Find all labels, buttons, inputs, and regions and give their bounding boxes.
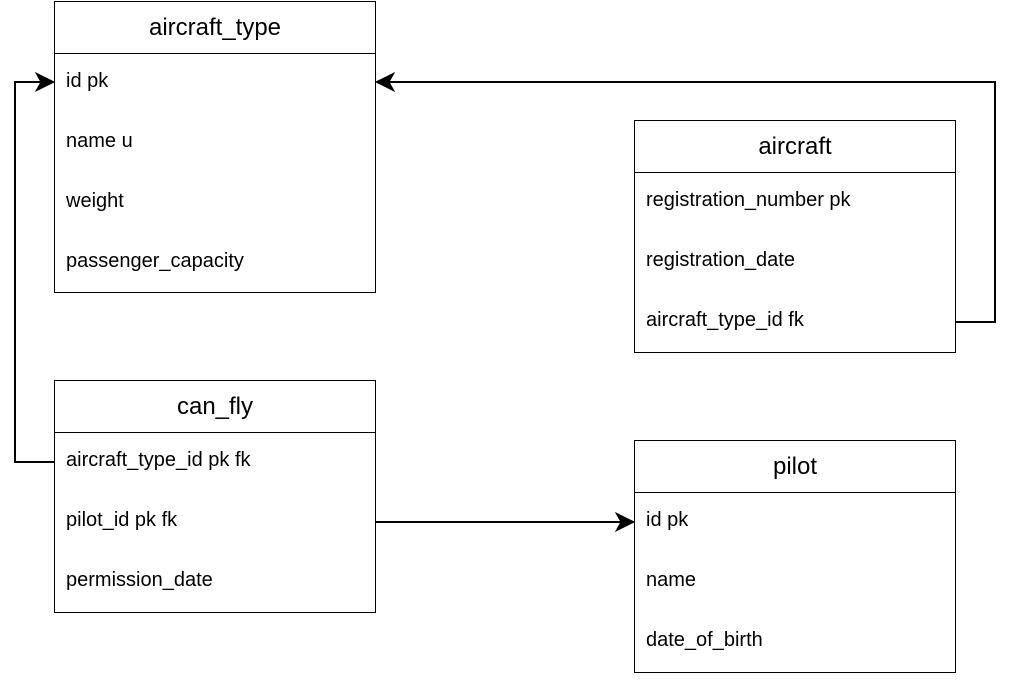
connector-can-fly-to-aircraft-type bbox=[14, 81, 54, 463]
entity-pilot[interactable]: pilot id pk name date_of_birth bbox=[634, 440, 956, 673]
entity-title: aircraft_type bbox=[55, 2, 375, 54]
field-weight[interactable]: weight bbox=[66, 190, 124, 212]
field-date-of-birth[interactable]: date_of_birth bbox=[646, 629, 763, 651]
arrowhead-aircraft-type-left bbox=[34, 71, 56, 93]
entity-aircraft[interactable]: aircraft registration_number pk registra… bbox=[634, 120, 956, 353]
field-pilot-id[interactable]: pilot_id pk fk bbox=[66, 509, 178, 531]
field-aircraft-type-id[interactable]: aircraft_type_id fk bbox=[646, 309, 804, 331]
entity-title: pilot bbox=[635, 441, 955, 493]
field-id[interactable]: id pk bbox=[646, 509, 689, 531]
field-registration-date[interactable]: registration_date bbox=[646, 249, 795, 271]
entity-aircraft-type[interactable]: aircraft_type id pk name u weight passen… bbox=[54, 1, 376, 293]
entity-title: can_fly bbox=[55, 381, 375, 433]
field-registration-number[interactable]: registration_number pk bbox=[646, 189, 851, 211]
field-name[interactable]: name u bbox=[66, 130, 133, 152]
entity-can-fly[interactable]: can_fly aircraft_type_id pk fk pilot_id … bbox=[54, 380, 376, 613]
field-id[interactable]: id pk bbox=[66, 70, 109, 92]
arrowhead-pilot bbox=[614, 511, 636, 533]
field-permission-date[interactable]: permission_date bbox=[66, 569, 213, 591]
field-name[interactable]: name bbox=[646, 569, 697, 591]
field-aircraft-type-id[interactable]: aircraft_type_id pk fk bbox=[66, 449, 251, 471]
arrowhead-aircraft-type-right bbox=[374, 71, 396, 93]
entity-title: aircraft bbox=[635, 121, 955, 173]
field-passenger-capacity[interactable]: passenger_capacity bbox=[66, 250, 244, 272]
